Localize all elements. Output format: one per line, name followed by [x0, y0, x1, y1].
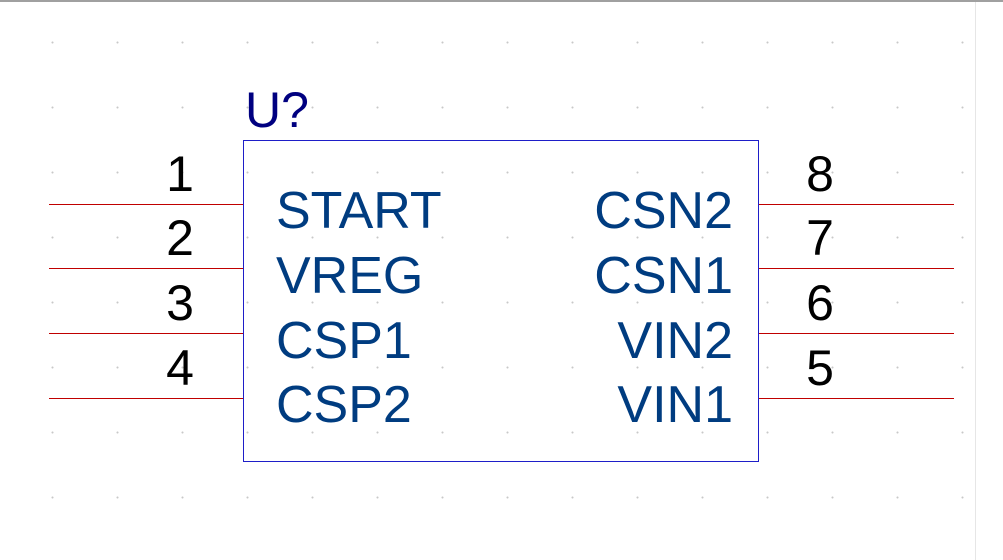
pin-1-number: 1	[166, 146, 194, 202]
pin-1-name: START	[276, 182, 442, 240]
pin-5-name: VIN1	[617, 376, 733, 434]
pin-6-name: VIN2	[617, 312, 733, 370]
pin-5-number: 5	[806, 340, 834, 396]
pin-6-number: 6	[806, 275, 834, 331]
pin-8-line[interactable]	[759, 204, 954, 205]
pin-2-number: 2	[166, 210, 194, 266]
pin-7-name: CSN1	[594, 247, 733, 305]
pin-3-line[interactable]	[49, 333, 243, 334]
pin-4-line[interactable]	[49, 398, 243, 399]
pin-5-line[interactable]	[759, 398, 954, 399]
pin-7-line[interactable]	[759, 268, 954, 269]
component-body[interactable]	[243, 140, 759, 462]
pin-1-line[interactable]	[49, 204, 243, 205]
pin-4-number: 4	[166, 340, 194, 396]
pin-7-number: 7	[806, 210, 834, 266]
window-top-border	[0, 0, 1003, 2]
pin-2-line[interactable]	[49, 268, 243, 269]
pin-8-number: 8	[806, 146, 834, 202]
pin-4-name: CSP2	[276, 376, 412, 434]
component-designator[interactable]: U?	[245, 82, 309, 138]
pin-6-line[interactable]	[759, 333, 954, 334]
pin-3-name: CSP1	[276, 312, 412, 370]
pin-3-number: 3	[166, 275, 194, 331]
pin-8-name: CSN2	[594, 182, 733, 240]
pin-2-name: VREG	[276, 247, 424, 305]
sheet-edge-line	[975, 2, 976, 560]
